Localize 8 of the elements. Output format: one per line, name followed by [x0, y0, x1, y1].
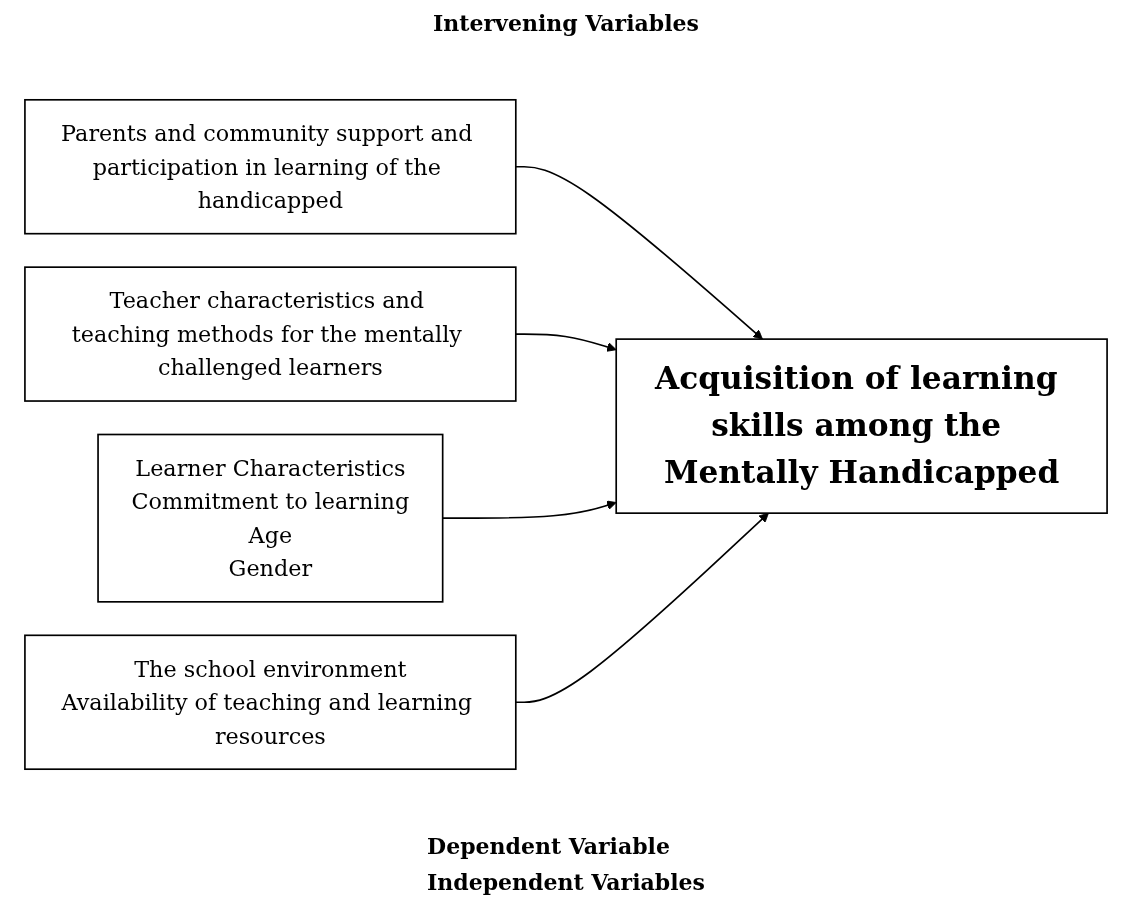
node-box: Acquisition of learning skills among the Mentally Handicapped [615, 338, 1108, 514]
node-box: Teacher characteristics and teaching methods for the mentally challenged learners [24, 266, 517, 402]
node-box: Learner Characteristics Commitment to learning Age Gender [97, 433, 444, 603]
section-heading: Dependent Variable [427, 833, 671, 859]
section-heading: Independent Variables [427, 869, 705, 895]
node-box: Parents and community support and participation in learning of the handicapped [24, 98, 517, 235]
node-box: The school environment Availability of teaching and learning resources [24, 634, 517, 771]
section-heading: Intervening Variables [433, 10, 699, 36]
